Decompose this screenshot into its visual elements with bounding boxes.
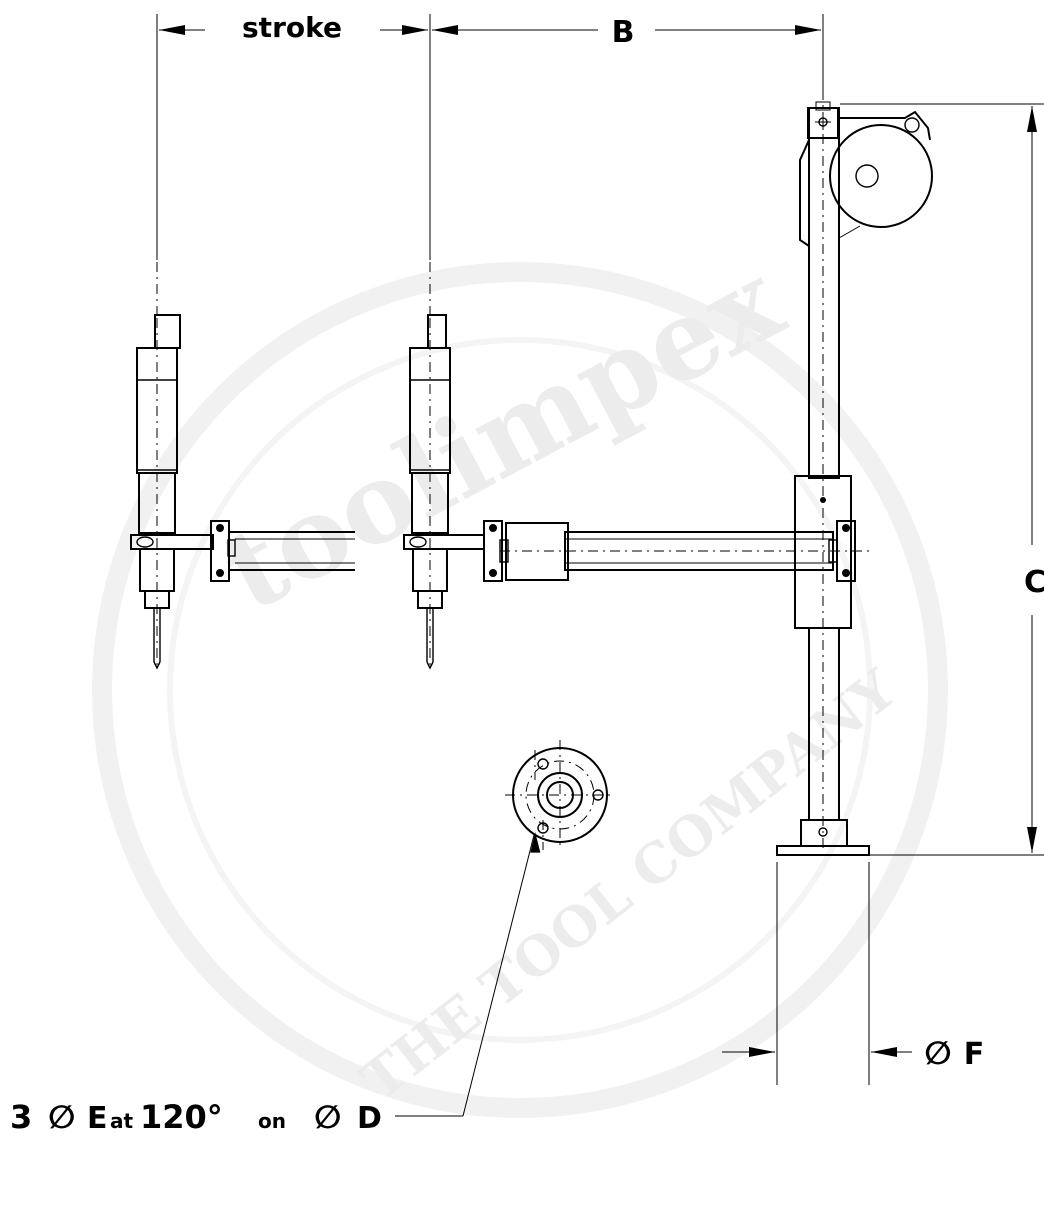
- callout-angle: 120°: [140, 1098, 223, 1136]
- screwdriver-middle: [403, 314, 485, 670]
- watermark-tagline: THE TOOL COMPANY: [349, 656, 908, 1113]
- base-flange-plan: [505, 740, 615, 850]
- callout-e-label: E: [87, 1101, 108, 1136]
- b-label: B: [612, 15, 635, 50]
- c-label: C: [1024, 565, 1044, 600]
- stroke-dimension: stroke: [156, 11, 431, 315]
- stroke-label: stroke: [242, 11, 342, 44]
- screwdriver-extended: [130, 314, 355, 670]
- callout-on-text: on: [258, 1109, 286, 1133]
- watermark: toolimpex THE TOOL COMPANY: [92, 235, 948, 1118]
- f-label: F: [964, 1037, 985, 1072]
- f-dimension: ∅ F: [722, 862, 984, 1085]
- c-dimension: C: [840, 103, 1044, 856]
- balancer-drum: [799, 110, 933, 247]
- callout-diameter-symbol-1: ∅: [48, 1098, 75, 1136]
- arm-carriage: [483, 520, 569, 582]
- base-flange-side: [776, 819, 870, 856]
- callout-at-text: at: [110, 1109, 133, 1133]
- f-diameter-symbol: ∅: [924, 1034, 951, 1072]
- callout-diameter-symbol-2: ∅: [314, 1098, 341, 1136]
- callout-d-label: D: [357, 1101, 382, 1136]
- horizontal-arm: [500, 520, 870, 582]
- column-slider: [794, 475, 852, 629]
- bolt-callout: 3 ∅ E at 120° on ∅ D: [10, 832, 541, 1136]
- b-dimension: B: [432, 14, 824, 90]
- callout-count: 3: [10, 1098, 32, 1136]
